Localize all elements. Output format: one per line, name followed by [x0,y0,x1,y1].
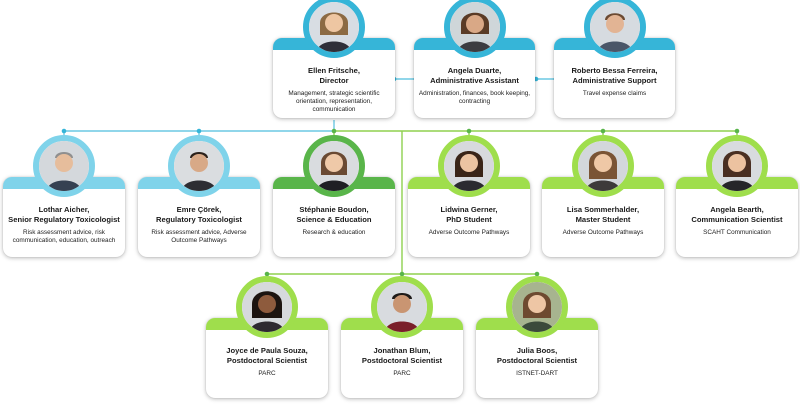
person-description: PARC [393,370,411,377]
person-role: Master Student [575,214,631,224]
person-role: Director [319,75,349,85]
person-role: PhD Student [446,214,492,224]
card-roberto-bessa-ferreira: Roberto Bessa Ferreira,Administrative Su… [554,0,675,118]
avatar [33,135,95,197]
avatar [572,135,634,197]
person-description: Management, strategic scientific orienta… [288,90,380,114]
person-description: Adverse Outcome Pathways [428,229,510,236]
avatar [583,0,646,58]
person-description: Risk assessment advice, Adverse Outcome … [151,229,247,245]
person-role: Administrative Support [572,75,657,85]
person-description: Research & education [302,229,366,236]
card-joyce-de-paula-souza: Joyce de Paula Souza,Postdoctoral Scient… [206,276,328,398]
person-role: Postdoctoral Scientist [496,355,578,365]
person-role: Science & Education [296,214,372,224]
avatar [443,0,506,58]
person-role: Communication Scientist [691,214,783,224]
person-name: Lidwina Gerner, [440,205,498,214]
card-angela-duarte: Angela Duarte,Administrative Assistant A… [414,0,535,118]
person-role: Administrative Assistant [430,75,519,85]
avatar [506,276,568,338]
person-role: Senior Regulatory Toxicologist [8,214,120,224]
avatar [168,135,230,197]
avatar [706,135,768,197]
person-role: Postdoctoral Scientist [361,355,443,365]
card-lidwina-gerner: Lidwina Gerner,PhD Student Adverse Outco… [408,135,530,257]
avatar [236,276,298,338]
person-description: Adverse Outcome Pathways [562,229,644,236]
person-name: Stéphanie Boudon, [299,205,369,214]
card-jonathan-blum: Jonathan Blum,Postdoctoral Scientist PAR… [341,276,463,398]
avatar [303,0,365,58]
person-role: Postdoctoral Scientist [226,355,308,365]
person-name: Ellen Fritsche, [308,66,360,75]
card-julia-boos: Julia Boos,Postdoctoral Scientist ISTNET… [476,276,598,398]
person-name: Angela Bearth, [710,205,764,214]
person-name: Emre Çörek, [176,205,222,214]
person-description: Risk assessment advice, risk communicati… [12,229,116,245]
person-name: Joyce de Paula Souza, [226,346,308,355]
card-emre-corek: Emre Çörek,Regulatory Toxicologist Risk … [138,135,260,257]
person-name: Roberto Bessa Ferreira, [571,66,658,75]
avatar [303,135,365,197]
person-description: Travel expense claims [582,90,647,97]
avatar [371,276,433,338]
card-stephanie-boudon: Stéphanie Boudon,Science & Education Res… [273,135,395,257]
person-name: Angela Duarte, [447,66,502,75]
card-angela-bearth: Angela Bearth,Communication Scientist SC… [676,135,798,257]
person-name: Jonathan Blum, [373,346,431,355]
person-description: Administration, finances, book keeping, … [418,90,531,106]
person-description: ISTNET-DART [516,370,558,377]
person-description: SCAHT Communication [703,229,771,236]
person-name: Lothar Aicher, [38,205,90,214]
card-ellen-fritsche: Ellen Fritsche,Director Management, stra… [273,0,395,118]
person-name: Julia Boos, [516,346,558,355]
avatar [438,135,500,197]
card-lisa-sommerhalder: Lisa Sommerhalder,Master Student Adverse… [542,135,664,257]
person-description: PARC [258,370,276,377]
person-role: Regulatory Toxicologist [156,214,242,224]
card-lothar-aicher: Lothar Aicher,Senior Regulatory Toxicolo… [3,135,125,257]
person-name: Lisa Sommerhalder, [566,205,640,214]
